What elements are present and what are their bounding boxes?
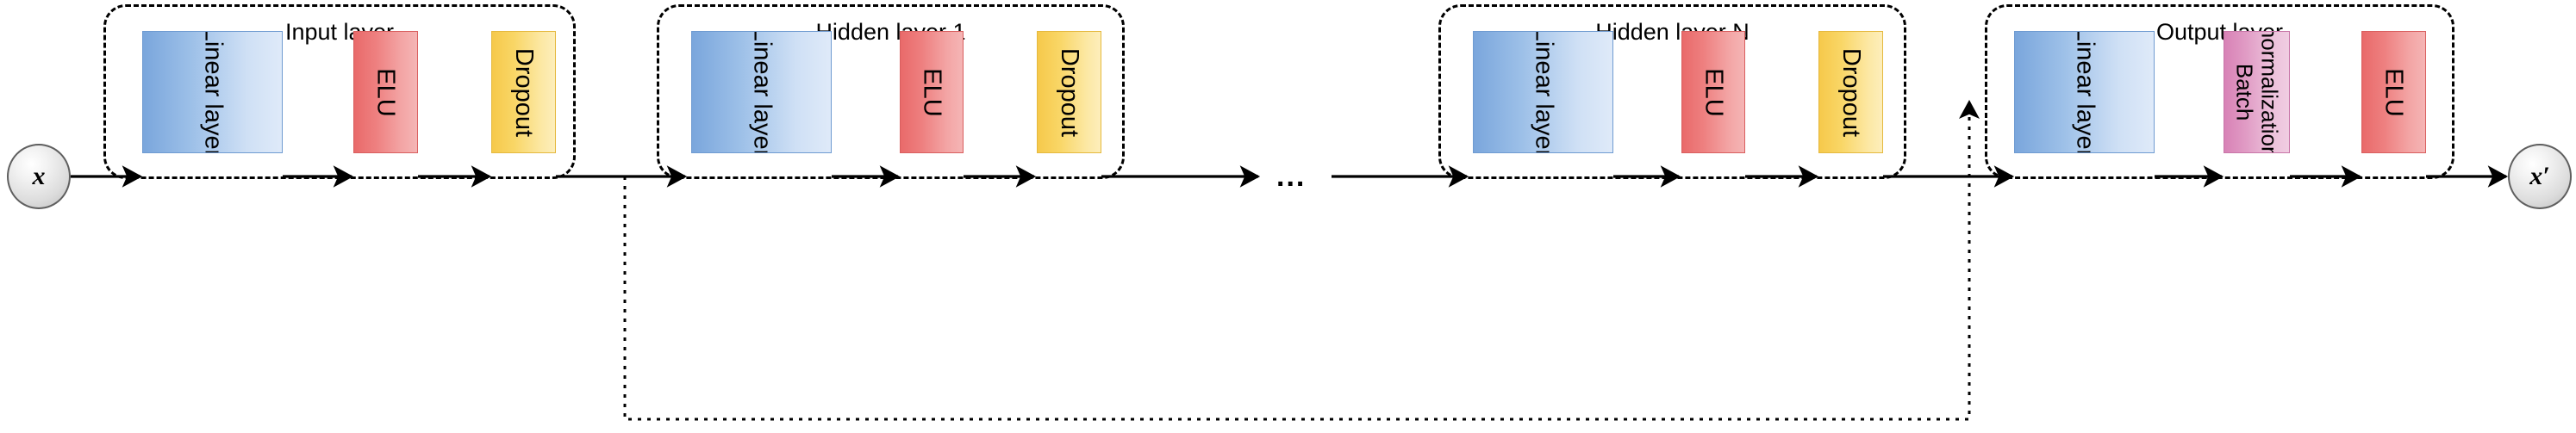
- hidden-layer-1-dropout-block: Dropout: [1037, 31, 1101, 153]
- hidden-layer-1-elu-block: ELU: [900, 31, 964, 153]
- input-layer-dropout-block: Dropout: [491, 31, 556, 153]
- output-layer-batchnorm-label: normalization Batch: [2231, 31, 2283, 153]
- input-layer-linear-block: Linear layer: [142, 31, 283, 153]
- output-node-label: x′: [2529, 162, 2550, 190]
- hidden-layer-n-elu-block: ELU: [1681, 31, 1745, 153]
- input-node-label: x: [32, 162, 46, 190]
- output-layer-batchnorm-label-line2: normalization: [2256, 31, 2283, 153]
- output-layer-batchnorm-block: normalization Batch: [2224, 31, 2290, 153]
- hidden-layer-n-dropout-label: Dropout: [1837, 47, 1866, 137]
- hidden-layer-1-elu-label: ELU: [918, 67, 946, 117]
- input-layer-dropout-label: Dropout: [510, 47, 539, 137]
- hidden-layer-n-linear-block: Linear layer: [1473, 31, 1613, 153]
- ellipsis-label: ...: [1276, 160, 1307, 193]
- hidden-layer-1-dropout-label: Dropout: [1056, 47, 1084, 137]
- hidden-layer-1-linear-block: Linear layer: [691, 31, 832, 153]
- input-layer-linear-label: Linear layer: [199, 31, 227, 153]
- feedback-dotted-path: [623, 100, 1980, 421]
- output-layer-linear-block: Linear layer: [2014, 31, 2155, 153]
- input-node: x: [7, 144, 71, 209]
- output-layer-batchnorm-label-line1: Batch: [2231, 63, 2258, 121]
- input-layer-elu-block: ELU: [353, 31, 418, 153]
- hidden-layer-1-linear-label: Linear layer: [748, 31, 776, 153]
- output-node: x′: [2508, 144, 2572, 209]
- output-layer-elu-block: ELU: [2361, 31, 2426, 153]
- hidden-layer-n-elu-label: ELU: [1700, 67, 1728, 117]
- hidden-layer-n-linear-label: Linear layer: [1530, 31, 1557, 153]
- output-layer-elu-label: ELU: [2380, 67, 2408, 117]
- input-layer-elu-label: ELU: [371, 67, 400, 117]
- output-layer-linear-label: Linear layer: [2071, 31, 2099, 153]
- hidden-layer-n-dropout-block: Dropout: [1818, 31, 1883, 153]
